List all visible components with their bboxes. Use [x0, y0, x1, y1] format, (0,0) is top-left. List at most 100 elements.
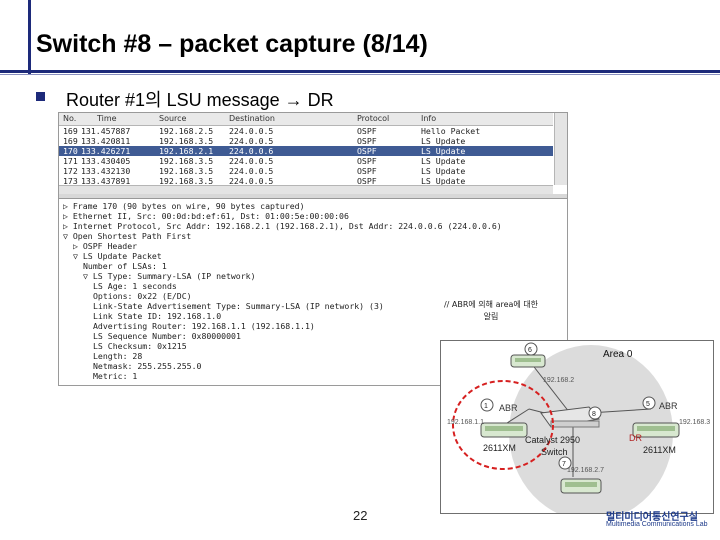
packet-cell-src: 192.168.2.1 — [159, 146, 214, 156]
right-router-model: 2611XM — [643, 445, 676, 455]
col-source[interactable]: Source — [159, 114, 187, 123]
packet-cell-proto: OSPF — [357, 166, 377, 176]
router-left-icon[interactable] — [480, 422, 528, 438]
switch-model-label: Catalyst 2950 — [525, 435, 581, 445]
detail-tree-item[interactable]: Advertising Router: 192.168.1.1 (192.168… — [93, 321, 315, 331]
detail-tree-item[interactable]: Netmask: 255.255.255.0 — [93, 361, 202, 371]
packet-cell-proto: OSPF — [357, 176, 377, 186]
slide-title: Switch #8 – packet capture (8/14) — [36, 30, 428, 58]
packet-list-hscrollbar[interactable] — [59, 185, 553, 195]
detail-tree-item[interactable]: ▷ Internet Protocol, Src Addr: 192.168.2… — [63, 221, 502, 231]
switch-icon[interactable] — [540, 406, 600, 428]
packet-cell-dst: 224.0.0.6 — [229, 146, 274, 156]
highlight-circle — [452, 380, 554, 470]
detail-tree-item[interactable]: Length: 28 — [93, 351, 143, 361]
page-number: 22 — [353, 508, 368, 523]
router-right-icon[interactable] — [632, 422, 680, 438]
detail-tree-item[interactable]: Metric: 1 — [93, 371, 138, 381]
packet-cell-info: LS Update — [421, 176, 466, 186]
node-marker-1 — [480, 398, 494, 412]
pane-divider[interactable] — [59, 194, 567, 199]
lab-logo: 멀티미디어통신연구실 — [606, 512, 698, 523]
annotation-line-1: // ABR에 의해 area에 대한 — [443, 300, 539, 309]
col-destination[interactable]: Destination — [229, 114, 275, 123]
detail-tree-item[interactable]: ▷ Ethernet II, Src: 00:0d:bd:ef:61, Dst:… — [63, 211, 349, 221]
detail-tree-item[interactable]: Options: 0x22 (E/DC) — [93, 291, 192, 301]
dr-label: DR — [629, 433, 642, 443]
area-network-label: 192.168.2 — [543, 377, 575, 384]
router-top-icon[interactable] — [510, 354, 546, 368]
bullet-marker — [36, 92, 45, 101]
packet-cell-info: LS Update — [421, 166, 466, 176]
packet-cell-time: 133.432130 — [81, 166, 131, 176]
node-marker-8 — [588, 406, 602, 420]
packet-list-scrollbar[interactable] — [554, 113, 567, 185]
detail-tree-item[interactable]: ▽ LS Update Packet — [73, 251, 162, 261]
packet-cell-proto: OSPF — [357, 136, 377, 146]
col-no[interactable]: No. — [63, 114, 77, 123]
detail-tree-item[interactable]: Link State ID: 192.168.1.0 — [93, 311, 222, 321]
detail-tree-item[interactable]: ▽ LS Type: Summary-LSA (IP network) — [83, 271, 256, 281]
packet-cell-proto: OSPF — [357, 126, 377, 136]
area-label: Area 0 — [603, 349, 633, 360]
packet-cell-src: 192.168.3.5 — [159, 166, 214, 176]
packet-cell-src: 192.168.3.5 — [159, 176, 214, 186]
packet-cell-no: 170 — [63, 146, 78, 156]
detail-tree-item[interactable]: Link-State Advertisement Type: Summary-L… — [93, 301, 384, 311]
detail-tree-item[interactable]: LS Checksum: 0x1215 — [93, 341, 187, 351]
packet-cell-no: 171 — [63, 156, 78, 166]
node-id-5: 5 — [646, 401, 650, 408]
detail-tree-item[interactable]: Number of LSAs: 1 — [83, 261, 167, 271]
router-bottom-icon[interactable] — [560, 478, 602, 494]
detail-tree-item[interactable]: ▷ Frame 170 (90 bytes on wire, 90 bytes … — [63, 201, 305, 211]
col-time[interactable]: Time — [97, 114, 117, 123]
right-network-label: 192.168.3 — [679, 419, 711, 426]
left-network-label: 192.168.1.1 — [447, 419, 484, 426]
network-diagram: 6 1 8 5 7 Area 0 192.168.2 ABR ABR DR 19… — [440, 340, 714, 514]
node-marker-6 — [524, 342, 538, 356]
packet-cell-time: 133.437891 — [81, 176, 131, 186]
node-id-7: 7 — [562, 461, 566, 468]
packet-cell-no: 173 — [63, 176, 78, 186]
packet-cell-info: Hello Packet — [421, 126, 481, 136]
title-accent-bar — [28, 0, 31, 74]
packet-cell-dst: 224.0.0.5 — [229, 176, 274, 186]
detail-tree-item[interactable]: LS Age: 1 seconds — [93, 281, 177, 291]
bottom-network-label: 192.168.2.7 — [567, 467, 604, 474]
detail-tree-item[interactable]: ▽ Open Shortest Path First — [63, 231, 192, 241]
col-info[interactable]: Info — [421, 114, 437, 123]
right-abr-label: ABR — [659, 401, 678, 411]
packet-cell-dst: 224.0.0.5 — [229, 126, 274, 136]
node-marker-5 — [642, 396, 656, 410]
packet-cell-time: 131.457887 — [81, 126, 131, 136]
packet-cell-src: 192.168.3.5 — [159, 156, 214, 166]
link-left-out — [506, 408, 530, 424]
packet-list-header: No. Time Source Destination Protocol Inf… — [59, 113, 553, 126]
detail-tree-item[interactable]: ▷ OSPF Header — [73, 241, 138, 251]
annotation-line-2: 알림 — [483, 312, 499, 321]
packet-cell-no: 169 — [63, 136, 78, 146]
packet-cell-time: 133.430405 — [81, 156, 131, 166]
packet-capture-window: No. Time Source Destination Protocol Inf… — [58, 112, 568, 386]
packet-cell-time: 133.426271 — [81, 146, 131, 156]
left-router-model: 2611XM — [483, 443, 516, 453]
network-diagram-graphic: 6 1 8 5 7 — [452, 342, 680, 513]
packet-cell-dst: 224.0.0.5 — [229, 156, 274, 166]
node-id-8: 8 — [592, 411, 596, 418]
left-abr-label: ABR — [499, 403, 518, 413]
title-underline — [0, 70, 720, 73]
node-id-1: 1 — [484, 403, 488, 410]
detail-tree-item[interactable]: LS Sequence Number: 0x80000001 — [93, 331, 241, 341]
col-protocol[interactable]: Protocol — [357, 114, 390, 123]
packet-cell-proto: OSPF — [357, 156, 377, 166]
packet-cell-src: 192.168.3.5 — [159, 136, 214, 146]
node-marker-7 — [558, 456, 572, 470]
packet-cell-proto: OSPF — [357, 146, 377, 156]
link-top — [530, 362, 574, 418]
